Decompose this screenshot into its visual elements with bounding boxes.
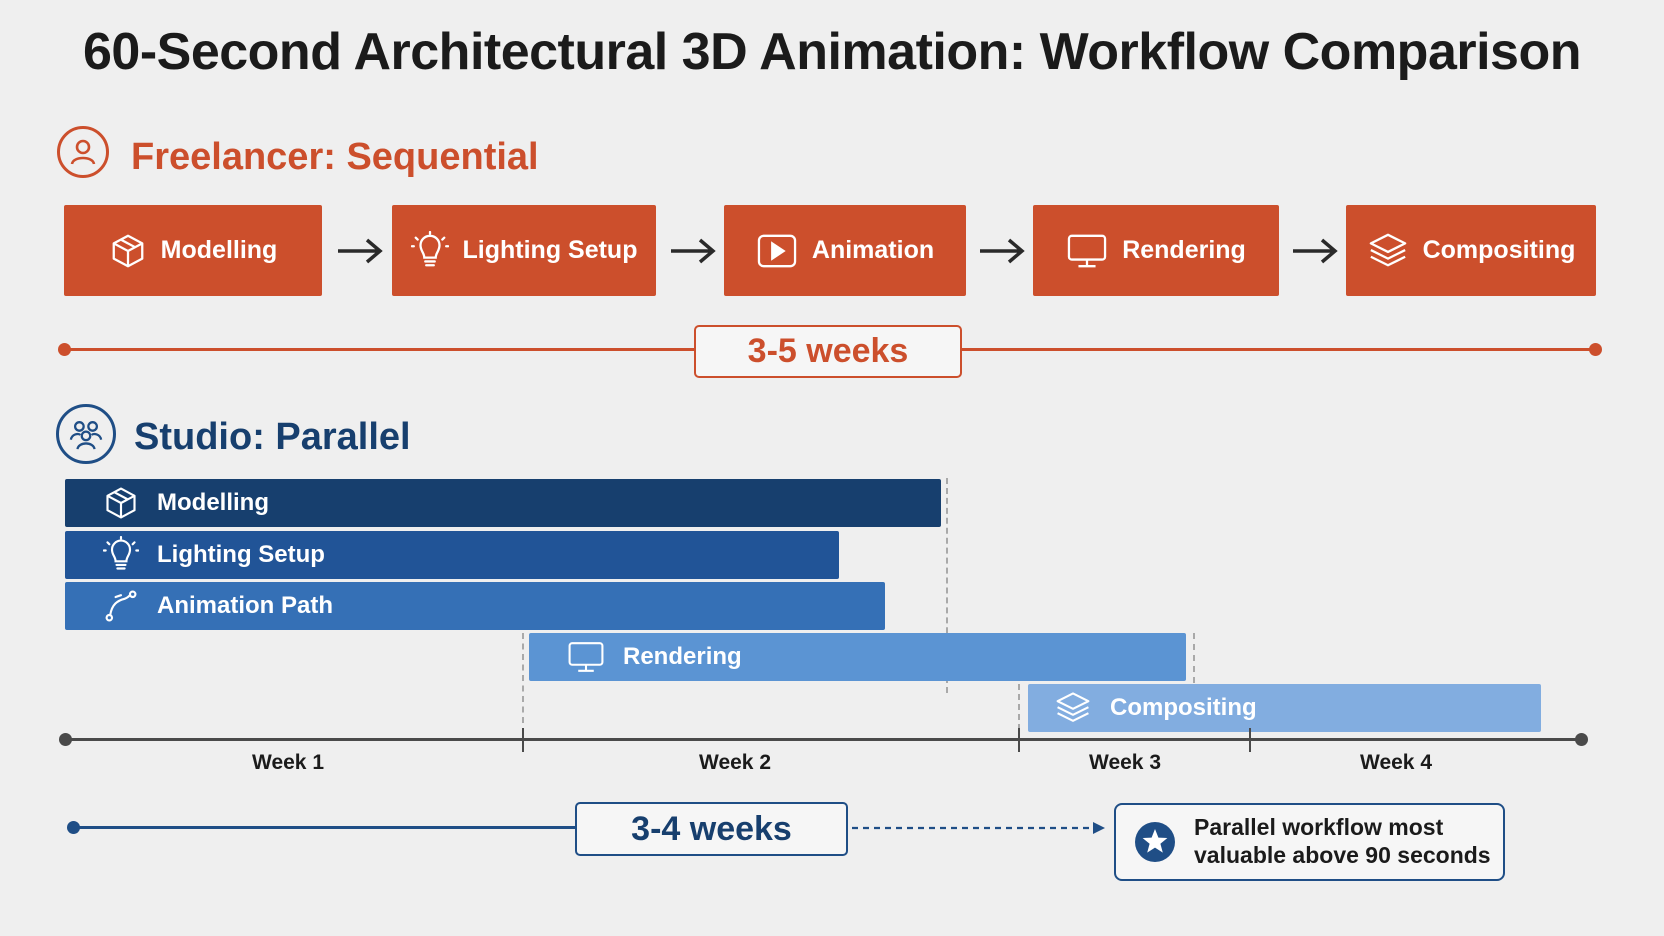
week-label: Week 3 (1089, 751, 1161, 774)
guide-line (946, 478, 948, 693)
lightbulb-icon (103, 536, 139, 570)
task-bar-animation-path: Animation Path (65, 582, 885, 630)
arrow-right-icon (980, 238, 1025, 264)
step-animation: Animation (724, 205, 966, 296)
week-label: Week 4 (1360, 751, 1432, 774)
step-label: Animation (811, 236, 935, 264)
studio-duration-badge: 3-4 weeks (575, 802, 848, 856)
step-label: Modelling (160, 236, 278, 264)
timeline-end-dot (1589, 343, 1602, 356)
team-icon (56, 404, 116, 464)
person-icon (57, 126, 109, 178)
play-icon (757, 234, 797, 267)
week-label: Week 1 (252, 751, 324, 774)
guide-line (1018, 684, 1020, 740)
week-tick (1249, 728, 1251, 752)
week-tick (1018, 728, 1020, 752)
task-bar-modelling: Modelling (65, 479, 941, 527)
studio-section-title: Studio: Parallel (134, 416, 411, 458)
task-label: Modelling (157, 489, 269, 516)
task-label: Animation Path (157, 592, 334, 619)
layers-icon (1056, 692, 1090, 722)
arrow-right-icon (671, 238, 716, 264)
freelancer-timeline-line (64, 348, 695, 351)
monitor-icon (1067, 234, 1107, 267)
freelancer-timeline-line (960, 348, 1592, 351)
task-label: Rendering (623, 643, 742, 670)
step-label: Lighting Setup (462, 236, 638, 264)
step-rendering: Rendering (1033, 205, 1279, 296)
dashed-arrow (852, 822, 1105, 834)
arrow-right-icon (338, 238, 383, 264)
cube-icon (112, 234, 144, 267)
studio-timeline-line (74, 826, 576, 829)
layers-icon (1369, 233, 1406, 266)
week-label: Week 2 (699, 751, 771, 774)
task-label: Compositing (1110, 694, 1257, 721)
axis-end-dot (1575, 733, 1588, 746)
step-label: Rendering (1122, 236, 1246, 264)
insight-line: valuable above 90 seconds (1194, 842, 1491, 868)
star-icon (1135, 822, 1175, 862)
step-lighting-setup: Lighting Setup (392, 205, 656, 296)
guide-line (1193, 633, 1195, 683)
freelancer-duration-badge: 3-5 weeks (694, 325, 962, 378)
monitor-icon (568, 642, 604, 672)
task-bar-rendering: Rendering (529, 633, 1186, 681)
task-bar-lighting-setup: Lighting Setup (65, 531, 839, 579)
step-compositing: Compositing (1346, 205, 1596, 296)
insight-callout: Parallel workflow most valuable above 90… (1114, 803, 1505, 881)
lightbulb-icon (410, 230, 449, 266)
page-title: 60-Second Architectural 3D Animation: Wo… (82, 23, 1582, 81)
step-modelling: Modelling (64, 205, 322, 296)
week-axis (64, 738, 1581, 741)
freelancer-section-title: Freelancer: Sequential (131, 136, 539, 178)
cube-icon (106, 487, 136, 519)
arrow-right-icon (1293, 238, 1338, 264)
guide-line (522, 633, 524, 723)
insight-text: Parallel workflow most valuable above 90… (1194, 814, 1491, 869)
path-icon (105, 590, 137, 622)
task-bar-compositing: Compositing (1028, 684, 1541, 732)
insight-line: Parallel workflow most (1194, 814, 1444, 841)
timeline-start-dot (67, 821, 80, 834)
step-label: Compositing (1422, 236, 1576, 264)
week-tick (522, 728, 524, 752)
task-label: Lighting Setup (157, 541, 325, 568)
